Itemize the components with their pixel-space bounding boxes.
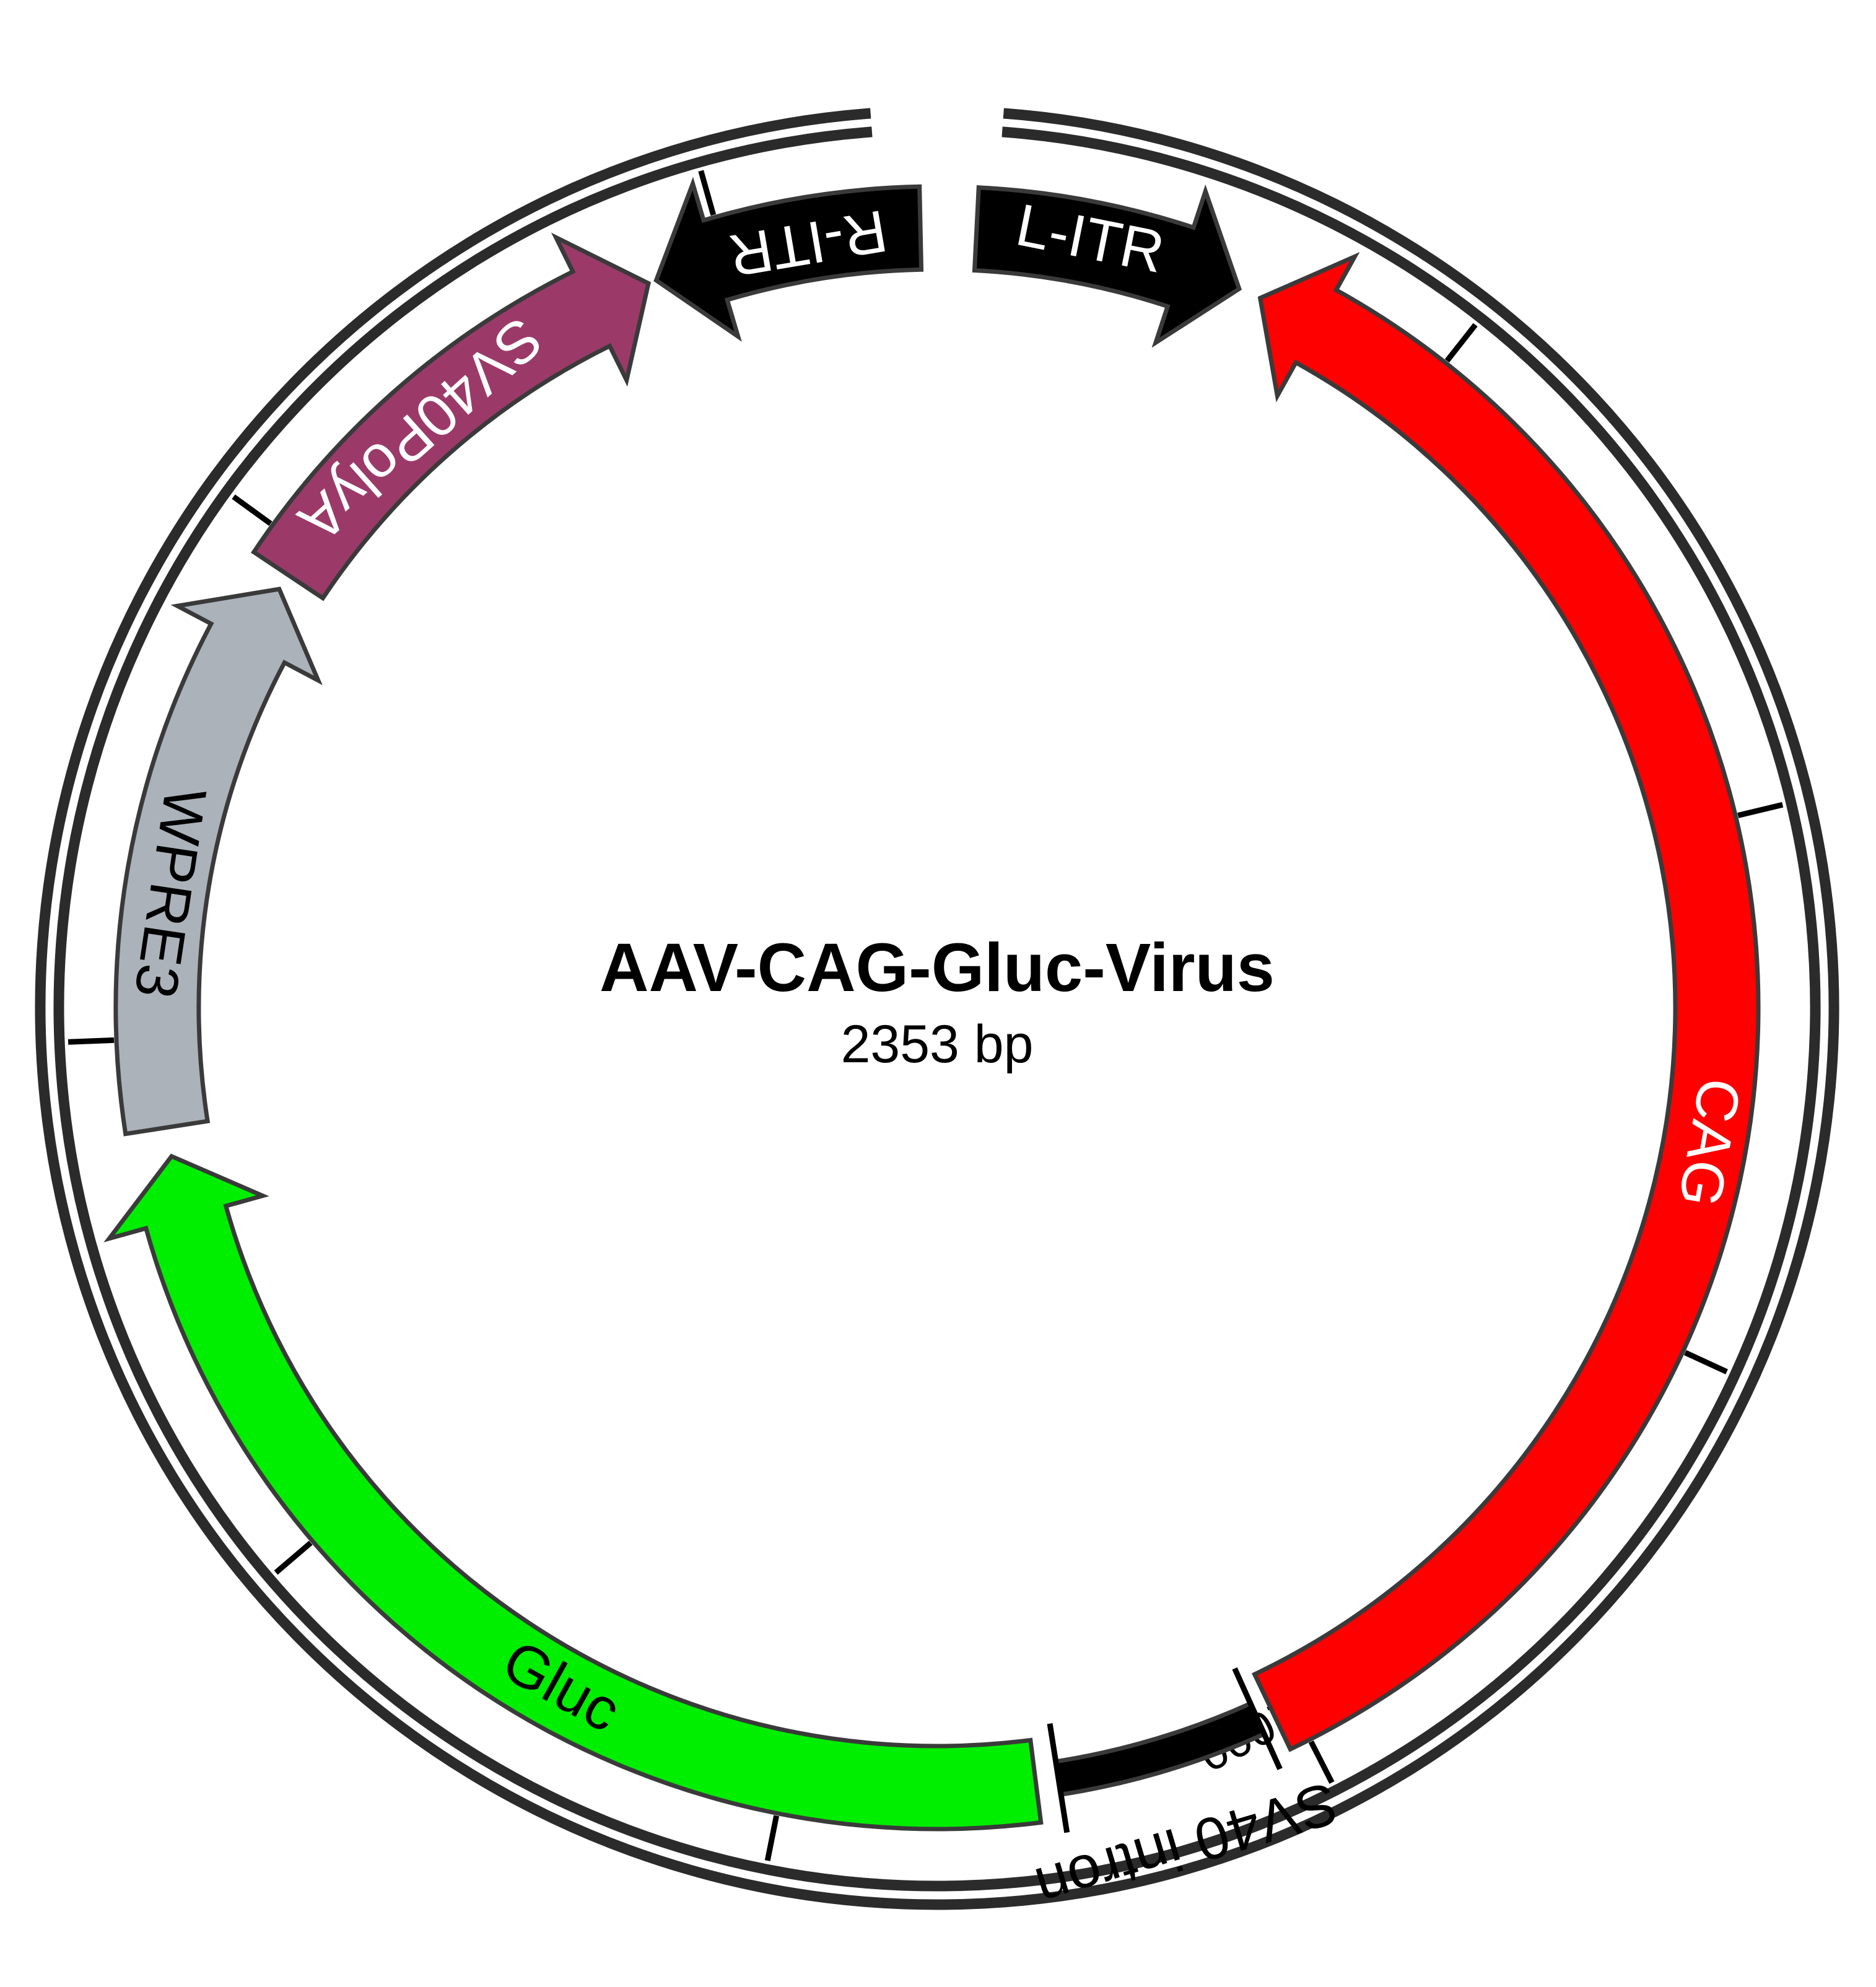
feature-wpre3[interactable] [113, 587, 323, 1137]
ruler-tick [1308, 1740, 1335, 1784]
ruler-tick [698, 170, 717, 216]
page-title: AAV-CAG-Gluc-Virus [600, 930, 1275, 1006]
feature-r-itr[interactable] [653, 177, 924, 342]
feature-l-itr[interactable] [972, 184, 1242, 348]
intron-end-cap [1232, 1667, 1283, 1770]
feature-sv40polya[interactable] [250, 232, 651, 601]
backbone-arc-inner [53, 126, 1821, 1892]
center-caption: AAV-CAG-Gluc-Virus 2353 bp [600, 930, 1275, 1074]
ruler-tick [274, 1540, 313, 1575]
feature-cag[interactable] [1252, 251, 1761, 1752]
ruler-tick [764, 1815, 780, 1861]
ruler-tick [1444, 323, 1478, 363]
ruler-tick [232, 494, 273, 526]
feature-arrows[interactable] [103, 177, 1761, 1833]
ruler-tick [1737, 801, 1784, 818]
ruler-tick [68, 1037, 115, 1045]
backbone-ring [35, 108, 1839, 1910]
backbone-arc-outer [35, 108, 1839, 1910]
intron-end-cap [1047, 1723, 1070, 1833]
ruler-tick [1683, 1350, 1728, 1374]
feature-gluc[interactable] [103, 1153, 1044, 1832]
plasmid-size-label: 2353 bp [841, 1015, 1034, 1074]
